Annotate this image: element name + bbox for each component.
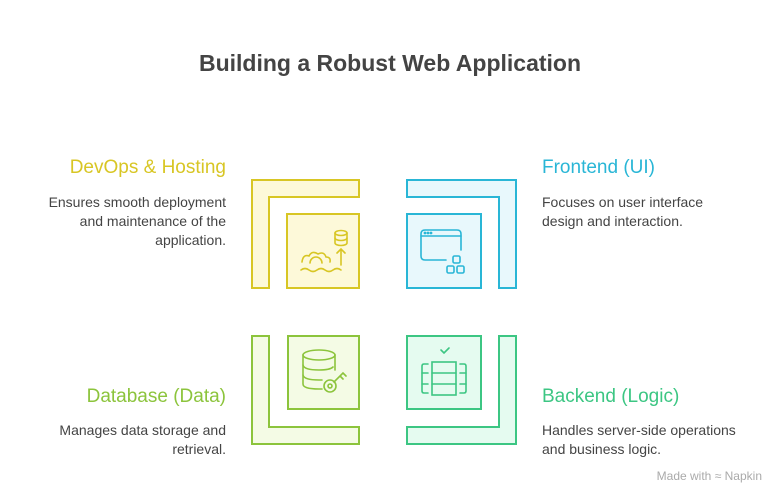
desc-line: Manages data storage and — [59, 422, 226, 438]
frontend-bracket — [406, 179, 517, 289]
database-box — [287, 335, 360, 410]
desc-line: design and interaction. — [542, 213, 683, 229]
backend-box — [406, 335, 482, 410]
desc-line: retrieval. — [172, 441, 226, 457]
desc-line: Focuses on user interface — [542, 194, 704, 210]
backend-heading: Backend (Logic) — [542, 386, 680, 407]
server-stack-check-icon — [421, 347, 467, 396]
database-description: Manages data storage and retrieval. — [10, 421, 226, 459]
backend-description: Handles server-side operations and busin… — [542, 421, 736, 459]
frontend-description: Focuses on user interface design and int… — [542, 193, 703, 231]
database-heading: Database (Data) — [86, 386, 226, 407]
desc-line: and maintenance of the — [79, 213, 226, 229]
devops-description: Ensures smooth deployment and maintenanc… — [10, 193, 226, 250]
backend-bracket — [406, 335, 517, 445]
desc-line: application. — [155, 232, 226, 248]
footer-branding: Made with ≈ Napkin — [657, 469, 762, 483]
desc-line: and business logic. — [542, 441, 662, 457]
napkin-brand-label: Napkin — [724, 469, 762, 483]
devops-box — [286, 213, 360, 289]
database-key-icon — [302, 349, 347, 393]
made-with-label: Made with — [656, 469, 712, 483]
page-title: Building a Robust Web Application — [198, 50, 582, 76]
desc-line: Handles server-side operations — [542, 422, 736, 438]
frontend-box — [406, 213, 482, 289]
database-bracket — [251, 335, 360, 445]
devops-heading: DevOps & Hosting — [69, 157, 226, 178]
devops-bracket — [251, 179, 360, 289]
desc-line: Ensures smooth deployment — [48, 194, 226, 210]
browser-window-components-icon — [420, 229, 465, 274]
cloud-gear-database-upload-icon — [300, 229, 348, 273]
frontend-heading: Frontend (UI) — [542, 157, 655, 178]
napkin-logo-icon: ≈ — [714, 469, 722, 483]
